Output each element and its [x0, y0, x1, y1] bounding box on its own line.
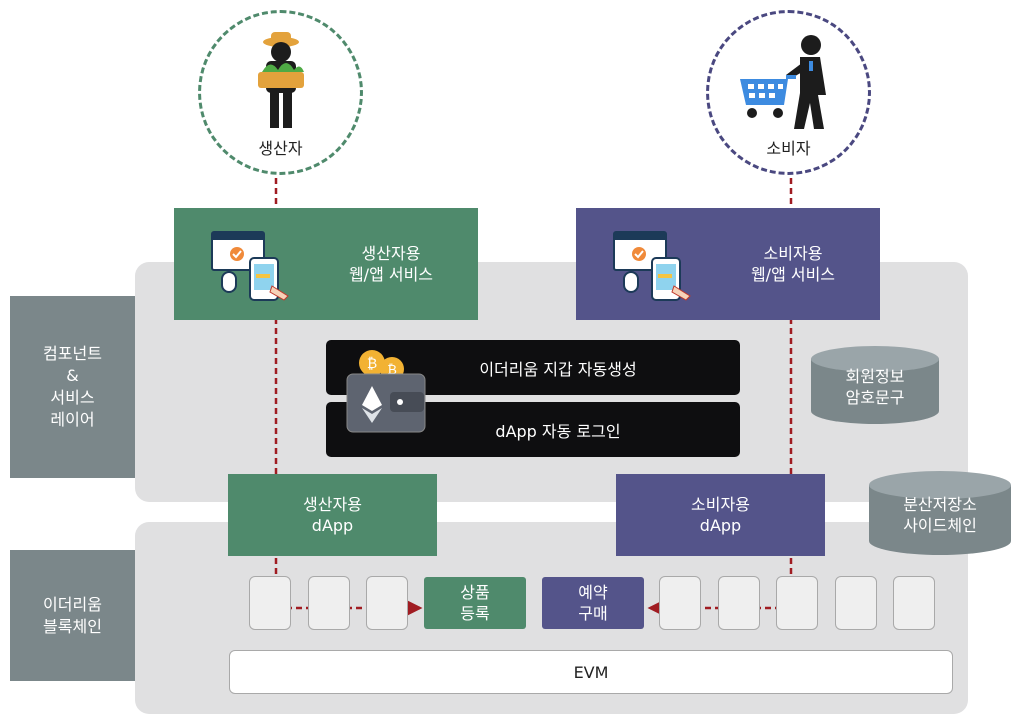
- chain-block: [893, 576, 935, 630]
- evm-bar: EVM: [229, 650, 953, 694]
- producer-label: 생산자: [258, 139, 303, 158]
- reservation-purchase-line1: 예약: [578, 583, 608, 602]
- web-app-device-icon: [211, 231, 289, 301]
- consumer-web-app-line2: 웹/앱 서비스: [750, 265, 836, 284]
- producer-web-app-line2: 웹/앱 서비스: [348, 265, 434, 284]
- sidechain-storage-line2: 사이드체인: [903, 516, 977, 535]
- product-register-block: 상품 등록: [424, 577, 526, 629]
- producer-dapp: 생산자용 dApp: [228, 474, 437, 556]
- chain-block: [718, 576, 760, 630]
- blockchain-layer-label-line2: 블록체인: [43, 616, 102, 636]
- product-register-line2: 등록: [460, 604, 490, 623]
- shopping-cart-shopper-icon: [740, 35, 826, 129]
- service-layer-label-line1: 컴포넌트: [43, 344, 102, 363]
- service-layer-label-line2: &: [66, 366, 79, 385]
- chain-block: [249, 576, 291, 630]
- reservation-purchase-block: 예약 구매: [542, 577, 644, 629]
- member-encryption-label: 회원정보 암호문구: [810, 362, 940, 412]
- blockchain-layer-label-line1: 이더리움: [43, 594, 102, 614]
- ethereum-wallet-icon: ₿ ₿: [346, 350, 426, 433]
- chain-block: [366, 576, 408, 630]
- producer-web-app-service: 생산자용 웹/앱 서비스: [174, 208, 478, 320]
- chain-block: [659, 576, 701, 630]
- member-encryption-line1: 회원정보: [845, 367, 905, 386]
- svg-text:₿: ₿: [387, 363, 397, 378]
- consumer-circle: 소비자: [706, 10, 871, 175]
- chain-block: [308, 576, 350, 630]
- svg-text:₿: ₿: [367, 356, 377, 372]
- producer-dapp-line1: 생산자용: [303, 495, 362, 514]
- producer-web-app-line1: 생산자용: [361, 244, 421, 263]
- consumer-dapp-line2: dApp: [699, 516, 742, 535]
- member-encryption-cylinder: [811, 346, 939, 424]
- producer-circle: 생산자: [198, 10, 363, 175]
- producer-dapp-line2: dApp: [311, 516, 354, 535]
- blockchain-layer-label: 이더리움 블록체인: [10, 550, 135, 681]
- consumer-web-app-line1: 소비자용: [763, 244, 823, 263]
- farmer-icon: [258, 32, 304, 128]
- dapp-login-label: dApp 자동 로그인: [495, 421, 621, 441]
- consumer-label: 소비자: [766, 139, 811, 158]
- consumer-dapp-line1: 소비자용: [691, 495, 750, 514]
- service-layer-label-line3: 서비스: [50, 388, 95, 407]
- chain-block: [776, 576, 818, 630]
- consumer-web-app-label: 소비자용 웹/앱 서비스: [706, 208, 880, 320]
- sidechain-storage-line1: 분산저장소: [903, 495, 977, 514]
- web-app-device-icon: [613, 231, 691, 301]
- sidechain-storage-label: 분산저장소 사이드체인: [868, 490, 1012, 540]
- service-layer-label-line4: 레이어: [50, 410, 95, 429]
- service-layer-label: 컴포넌트 & 서비스 레이어: [10, 296, 135, 478]
- evm-label: EVM: [573, 662, 609, 682]
- wallet-create-label: 이더리움 지갑 자동생성: [479, 359, 637, 379]
- member-encryption-line2: 암호문구: [845, 388, 905, 407]
- reservation-purchase-line2: 구매: [578, 604, 608, 623]
- product-register-line1: 상품: [460, 583, 490, 602]
- sidechain-storage-cylinder: [869, 471, 1011, 555]
- chain-block: [835, 576, 877, 630]
- producer-web-app-label: 생산자용 웹/앱 서비스: [304, 208, 478, 320]
- consumer-dapp: 소비자용 dApp: [616, 474, 825, 556]
- consumer-web-app-service: 소비자용 웹/앱 서비스: [576, 208, 880, 320]
